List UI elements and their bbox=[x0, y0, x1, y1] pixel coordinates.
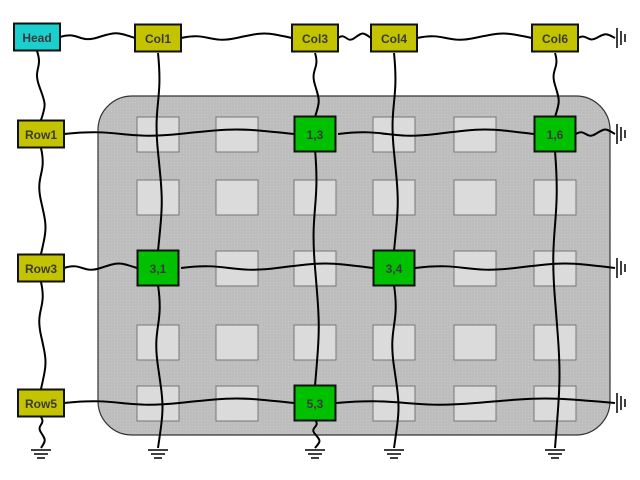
row-header-1: Row1 bbox=[17, 119, 65, 149]
grid-cell bbox=[372, 179, 416, 216]
column-wire bbox=[391, 52, 399, 252]
column-terminator-wire bbox=[577, 33, 616, 41]
matrix-node-1-6: 1,6 bbox=[533, 115, 577, 153]
head-node-label: Head bbox=[22, 31, 51, 45]
matrix-node-3-1-label: 3,1 bbox=[150, 262, 167, 276]
ground-icon bbox=[31, 449, 51, 459]
row-wire bbox=[63, 262, 138, 271]
row-link-wire bbox=[38, 147, 47, 255]
ground-icon bbox=[305, 449, 325, 459]
grid-cell bbox=[453, 179, 497, 216]
column-wire bbox=[312, 419, 321, 449]
column-header-4-label: Col4 bbox=[381, 32, 407, 46]
ground-icon bbox=[616, 393, 626, 413]
row-wire bbox=[63, 397, 295, 406]
column-wire bbox=[155, 284, 164, 449]
grid-cell bbox=[453, 116, 497, 153]
column-header-3: Col3 bbox=[291, 23, 339, 53]
matrix-node-1-3-label: 1,3 bbox=[307, 128, 324, 142]
row-header-5: Row5 bbox=[17, 388, 65, 418]
matrix-node-5-3-label: 5,3 bbox=[307, 397, 324, 411]
column-header-1: Col1 bbox=[134, 23, 182, 53]
row-wire bbox=[337, 128, 535, 137]
grid-cell bbox=[533, 324, 577, 361]
ground-icon bbox=[616, 258, 626, 278]
head-terminator-wire bbox=[38, 416, 46, 449]
row-link-wire bbox=[36, 50, 46, 121]
column-header-6: Col6 bbox=[531, 23, 579, 53]
grid-cell bbox=[533, 250, 577, 287]
column-wire bbox=[155, 52, 163, 252]
row-wire bbox=[63, 128, 295, 137]
grid-cell bbox=[215, 179, 259, 216]
column-header-4: Col4 bbox=[370, 23, 418, 53]
grid-cell bbox=[453, 324, 497, 361]
column-link-wire bbox=[59, 32, 136, 41]
matrix-node-1-6-label: 1,6 bbox=[547, 128, 564, 142]
grid-cell bbox=[533, 179, 577, 216]
column-wire bbox=[552, 150, 561, 449]
column-wire bbox=[552, 52, 560, 118]
grid-cell bbox=[215, 116, 259, 153]
matrix-node-5-3: 5,3 bbox=[293, 384, 337, 422]
ground-icon bbox=[545, 449, 565, 459]
column-link-wire bbox=[180, 32, 293, 41]
grid-cell bbox=[215, 324, 259, 361]
row-header-1-label: Row1 bbox=[25, 128, 57, 142]
ground-icon bbox=[148, 449, 168, 459]
ground-icon bbox=[616, 124, 626, 144]
row-header-3-label: Row3 bbox=[25, 262, 57, 276]
column-header-1-label: Col1 bbox=[145, 32, 171, 46]
row-header-5-label: Row5 bbox=[25, 397, 57, 411]
grid-cell bbox=[215, 385, 259, 422]
ground-icon bbox=[384, 449, 404, 459]
matrix-node-3-4: 3,4 bbox=[372, 249, 416, 287]
ground-icon bbox=[616, 28, 626, 48]
row-header-3: Row3 bbox=[17, 253, 65, 283]
matrix-node-3-4-label: 3,4 bbox=[386, 262, 403, 276]
column-header-6-label: Col6 bbox=[542, 32, 568, 46]
column-link-wire bbox=[337, 32, 372, 41]
matrix-node-1-3: 1,3 bbox=[293, 115, 337, 153]
row-wire bbox=[575, 128, 616, 137]
matrix-node-3-1: 3,1 bbox=[136, 249, 180, 287]
row-wire bbox=[335, 397, 616, 406]
row-link-wire bbox=[38, 281, 47, 390]
grid-cell bbox=[533, 385, 577, 422]
grid-cell bbox=[293, 324, 337, 361]
head-node: Head bbox=[13, 22, 61, 52]
row-wire bbox=[180, 262, 374, 271]
column-wire bbox=[312, 52, 320, 118]
column-wire bbox=[312, 148, 320, 387]
row-wire bbox=[414, 262, 616, 271]
grid-cell bbox=[136, 179, 180, 216]
column-wire bbox=[391, 284, 400, 449]
column-header-3-label: Col3 bbox=[302, 32, 328, 46]
column-link-wire bbox=[416, 32, 533, 41]
